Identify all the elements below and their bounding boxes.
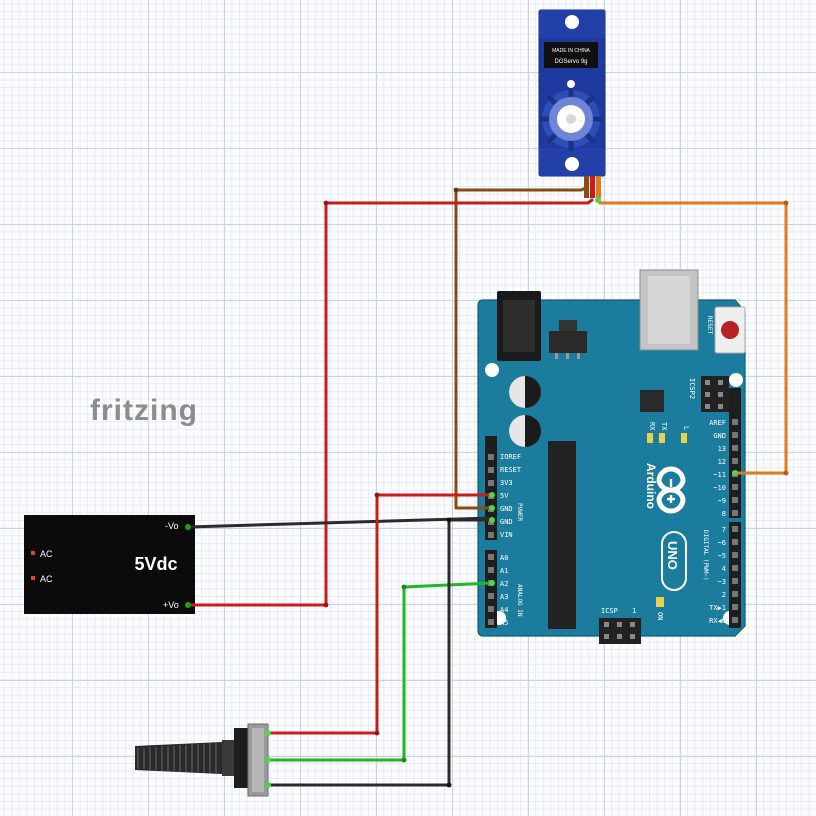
power-header <box>485 436 497 540</box>
mount-hole <box>729 373 743 387</box>
pin-label-1: TX▶1 <box>709 604 726 612</box>
servo-lead-red <box>590 176 595 198</box>
capacitor <box>509 376 541 408</box>
ac-label-2: AC <box>40 574 53 584</box>
icsp-pin1-label: 1 <box>632 607 636 615</box>
servo-mount-hole <box>565 15 579 29</box>
pin-label-3: ~3 <box>718 578 726 586</box>
pin-label-a2: A2 <box>500 580 508 588</box>
wire-supply-gnd <box>186 516 494 529</box>
digital-header-bottom <box>729 522 741 628</box>
wire-pot-gnd <box>266 518 494 787</box>
servo-made-label: MADE IN CHINA <box>552 48 590 54</box>
pin-label-3v3: 3V3 <box>500 479 513 487</box>
ac-label-1: AC <box>40 549 53 559</box>
pin-label-0: RX◀0 <box>709 617 726 625</box>
ac-terminal-icon <box>31 551 35 555</box>
wire-endpoints <box>185 187 789 788</box>
rx-label: RX <box>648 422 656 431</box>
pin-label-5v: 5V <box>500 492 509 500</box>
pin-label-5: ~5 <box>718 552 726 560</box>
pin-label-a3: A3 <box>500 593 508 601</box>
pin-label-gnd-d: GND <box>713 432 726 440</box>
potentiometer[interactable] <box>135 723 269 797</box>
pin-label-a4: A4 <box>500 606 508 614</box>
tx-label: TX <box>660 422 668 431</box>
pin-label-10: ~10 <box>713 484 726 492</box>
reset-button[interactable] <box>714 306 746 354</box>
servo-motor[interactable]: MADE IN CHINA DGServo 9g <box>538 9 606 177</box>
pin-label-13: 13 <box>718 445 726 453</box>
servo-label-plate <box>544 42 598 68</box>
wire-pot-5v <box>266 493 494 735</box>
pin-label-9: ~9 <box>718 497 726 505</box>
power-supply-title: 5Vdc <box>134 554 177 574</box>
mount-hole <box>485 363 499 377</box>
pin-label-reset: RESET <box>500 466 522 474</box>
l-label: L <box>682 426 690 430</box>
ac-terminal-icon <box>31 576 35 580</box>
digital-header-top <box>729 388 741 518</box>
voltage-regulator <box>549 320 587 359</box>
icsp-header <box>599 618 641 644</box>
pin-label-7: 7 <box>722 526 726 534</box>
pin-label-2: 2 <box>722 591 726 599</box>
pin-label-ioref: IOREF <box>500 453 521 461</box>
tx-led <box>659 433 665 443</box>
power-supply-5vdc[interactable]: AC AC 5Vdc -Vo +Vo <box>24 515 195 614</box>
icsp2-label: ICSP2 <box>688 378 696 399</box>
on-led <box>656 597 664 607</box>
analog-group-label: ANALOG IN <box>516 584 523 617</box>
fritzing-watermark: fritzing <box>90 394 198 427</box>
usb-connector <box>639 269 699 351</box>
uno-text: UNO <box>665 541 680 570</box>
icsp-label: ICSP <box>601 607 618 615</box>
usb-chip <box>640 390 664 412</box>
servo-mount-hole <box>565 157 579 171</box>
uno-badge: UNO <box>661 531 687 591</box>
pin-label-vin: VIN <box>500 531 513 539</box>
pos-output-label: +Vo <box>163 600 179 610</box>
pin-label-4: 4 <box>722 565 726 573</box>
pin-label-6: ~6 <box>718 539 726 547</box>
dc-power-jack <box>497 291 541 361</box>
pin-label-gnd1: GND <box>500 505 513 513</box>
servo-model-label: DGServo 9g <box>554 59 587 65</box>
pin-label-a1: A1 <box>500 567 508 575</box>
analog-header <box>485 550 497 628</box>
icsp2-header <box>701 376 729 412</box>
pin-label-8: 8 <box>722 510 726 518</box>
reset-label: RESET <box>706 316 713 334</box>
rx-led <box>647 433 653 443</box>
digital-group-label: DIGITAL (PWM~) <box>702 530 709 581</box>
capacitor <box>509 415 541 447</box>
pin-label-gnd2: GND <box>500 518 513 526</box>
on-label: ON <box>656 612 664 620</box>
arduino-uno-board[interactable]: RESET ICSP2 RX TX L <box>477 269 746 644</box>
pin-label-12: 12 <box>718 458 726 466</box>
power-group-label: POWER <box>516 503 523 521</box>
pin-label-aref: AREF <box>709 419 726 427</box>
pin-label-a0: A0 <box>500 554 508 562</box>
l-led <box>681 433 687 443</box>
arduino-logo <box>656 466 686 514</box>
pin-label-a5: A5 <box>500 619 508 627</box>
neg-output-label: -Vo <box>165 521 179 531</box>
atmega-chip <box>548 441 576 629</box>
servo-lead-orange <box>596 176 601 198</box>
arduino-brand-text: Arduino <box>644 463 658 509</box>
pin-label-11: ~11 <box>713 471 726 479</box>
